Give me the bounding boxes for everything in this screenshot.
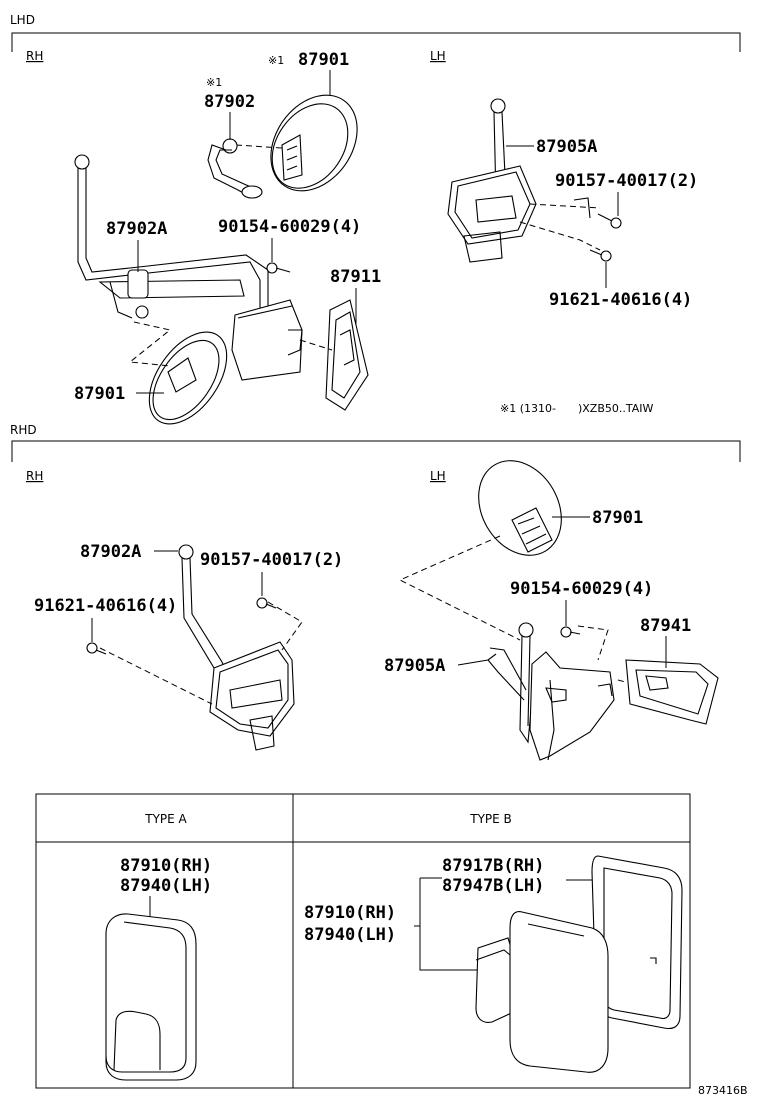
- part-87911: 87911: [330, 267, 381, 287]
- part-90154-lhd: 90154-60029(4): [218, 217, 361, 237]
- part-87901-top: 87901: [298, 50, 349, 70]
- type-b-glass-rh: 87917B(RH): [442, 856, 544, 876]
- type-a-header: TYPE A: [144, 812, 187, 826]
- part-87901-rhd: 87901: [592, 508, 643, 528]
- lhd-section: LHD RH LH: [10, 13, 741, 63]
- bolt-90154-rhd: [560, 626, 581, 638]
- part-87905A-rhd: 87905A: [384, 656, 445, 676]
- type-a-lh: 87940(LH): [120, 876, 212, 896]
- part-87902A-rhd: 87902A: [80, 542, 141, 562]
- mark-87902: ※1: [206, 76, 222, 89]
- mirror-bracket-body: [231, 299, 303, 381]
- type-a-rh: 87910(RH): [120, 856, 212, 876]
- part-87902A-lhd: 87902A: [106, 219, 167, 239]
- rhd-rh-drawing: [86, 544, 303, 751]
- gasket-87911: [325, 299, 369, 411]
- rhd-lh-labels: 87901 90154-60029(4) 87941 87905A: [384, 508, 691, 676]
- bolt-91621-lhd: [589, 249, 612, 262]
- rhd-label: RHD: [10, 423, 37, 437]
- part-90157-lhd: 90157-40017(2): [555, 171, 698, 191]
- type-b-rh: 87910(RH): [304, 903, 396, 923]
- lhd-lh-label: LH: [430, 49, 446, 63]
- rhd-lh-label: LH: [430, 469, 446, 483]
- mirror-round-top: [270, 94, 358, 192]
- bolt-90157-lhd: [597, 213, 622, 229]
- mirror-type-a: [105, 913, 197, 1081]
- part-87941: 87941: [640, 616, 691, 636]
- mirror-round-bottom: [148, 331, 228, 425]
- part-91621-lhd: 91621-40616(4): [549, 290, 692, 310]
- part-90154-rhd: 90154-60029(4): [510, 579, 653, 599]
- type-b-lh: 87940(LH): [304, 925, 396, 945]
- type-table: TYPE A TYPE B 87910(RH) 87940(LH) 87917B…: [35, 793, 691, 1089]
- lhd-rh-drawing: [74, 94, 369, 425]
- mark-87901: ※1: [268, 54, 284, 67]
- lhd-label: LHD: [10, 13, 35, 27]
- bolt-91621-rhd: [86, 642, 107, 655]
- part-91621-rhd: 91621-40616(4): [34, 596, 177, 616]
- part-87905A-lhd: 87905A: [536, 137, 597, 157]
- lhd-rh-labels: ※1 87901 ※1 87902 87902A 90154-60029(4) …: [74, 50, 381, 404]
- lhd-bracket: [11, 32, 741, 52]
- lhd-lh-drawing: [447, 98, 622, 263]
- type-b-glass-lh: 87947B(LH): [442, 876, 544, 896]
- part-87901-bottom: 87901: [74, 384, 125, 404]
- rhd-lh-drawing: [398, 460, 719, 761]
- part-90157-rhd: 90157-40017(2): [200, 550, 343, 570]
- part-87902: 87902: [204, 92, 255, 112]
- mirror-type-b: [475, 911, 609, 1073]
- type-table-border: [35, 793, 691, 1089]
- rhd-section: RHD RH LH: [10, 423, 741, 483]
- diagram-id: 873416B: [698, 1084, 748, 1097]
- bolt-90154-lhd: [266, 262, 291, 274]
- rhd-rh-label: RH: [26, 469, 43, 483]
- stay-87902: [207, 138, 263, 199]
- bolt-90157-rhd: [256, 597, 277, 609]
- lhd-rh-label: RH: [26, 49, 43, 63]
- gasket-87941: [625, 659, 719, 725]
- type-b-header: TYPE B: [469, 812, 512, 826]
- note-text: ※1 (1310- )XZB50..TAIW: [500, 402, 654, 415]
- rhd-bracket: [11, 440, 741, 462]
- mirror-round-rhd: [478, 460, 562, 556]
- lhd-lh-labels: 87905A 90157-40017(2) 91621-40616(4): [506, 137, 698, 310]
- rhd-rh-labels: 87902A 90157-40017(2) 91621-40616(4): [34, 542, 343, 642]
